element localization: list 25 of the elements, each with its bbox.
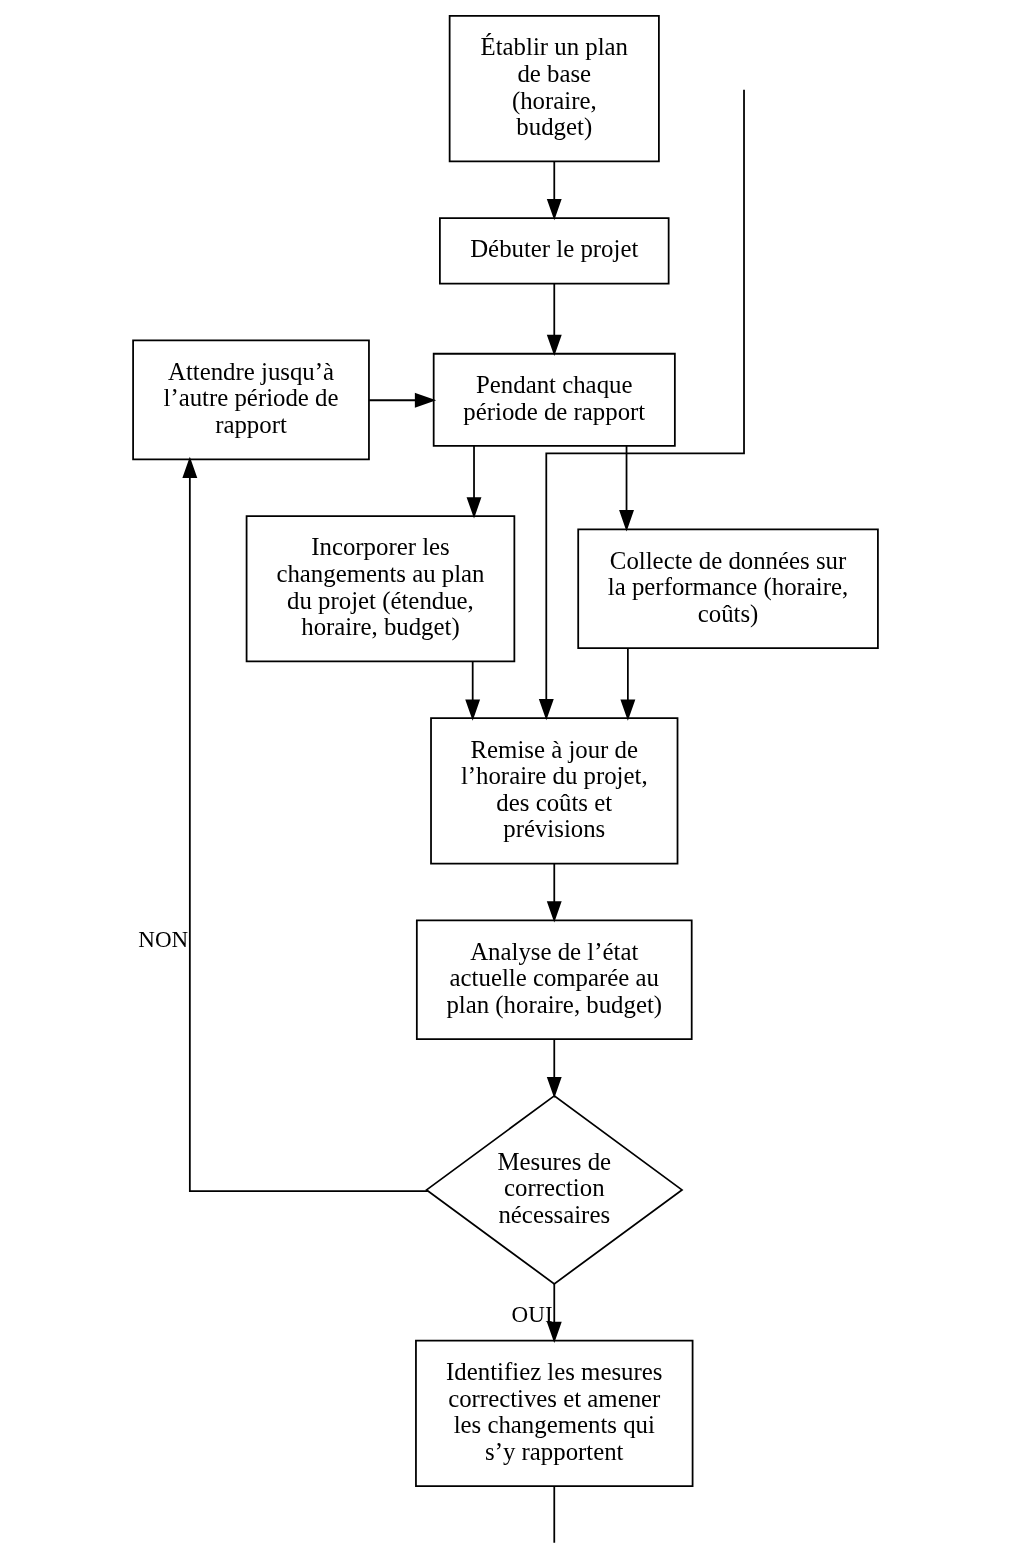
- arrow: [182, 456, 429, 1193]
- arrow: [546, 1038, 562, 1099]
- node-box: Débuter le projet: [439, 217, 670, 285]
- arrow: [538, 88, 745, 721]
- edge-label: OUI: [511, 1300, 553, 1327]
- arrow: [619, 445, 634, 532]
- arrow: [546, 1283, 562, 1344]
- connector: [553, 1485, 556, 1544]
- arrow: [466, 445, 482, 519]
- arrow: [620, 647, 636, 721]
- arrow: [546, 160, 562, 221]
- node-box: Incorporer les changements au plan du projet (étendue, horaire, budget): [245, 515, 516, 663]
- arrow: [546, 863, 562, 923]
- node-diamond: Mesures de correction nécessaires: [425, 1094, 684, 1285]
- arrow: [368, 392, 437, 408]
- node-box: Attendre jusqu’à l’autre période de rapport: [132, 339, 370, 461]
- arrow: [465, 660, 481, 721]
- arrow: [546, 283, 562, 356]
- node-box: Remise à jour de l’horaire du projet, des coûts et prévisions: [430, 717, 679, 865]
- edge-label: NON: [138, 925, 189, 952]
- node-box: Analyse de l’état actuelle comparée au plan (horaire, budget): [415, 919, 693, 1041]
- node-box: Établir un plan de base (horaire, budget): [448, 15, 660, 163]
- node-box: Pendant chaque période de rapport: [432, 352, 676, 447]
- node-box: Collecte de données sur la performance (horaire, coûts): [577, 528, 879, 649]
- node-box: Identifiez les mesures correctives et amener les changements qui s’y rapportent: [415, 1339, 694, 1487]
